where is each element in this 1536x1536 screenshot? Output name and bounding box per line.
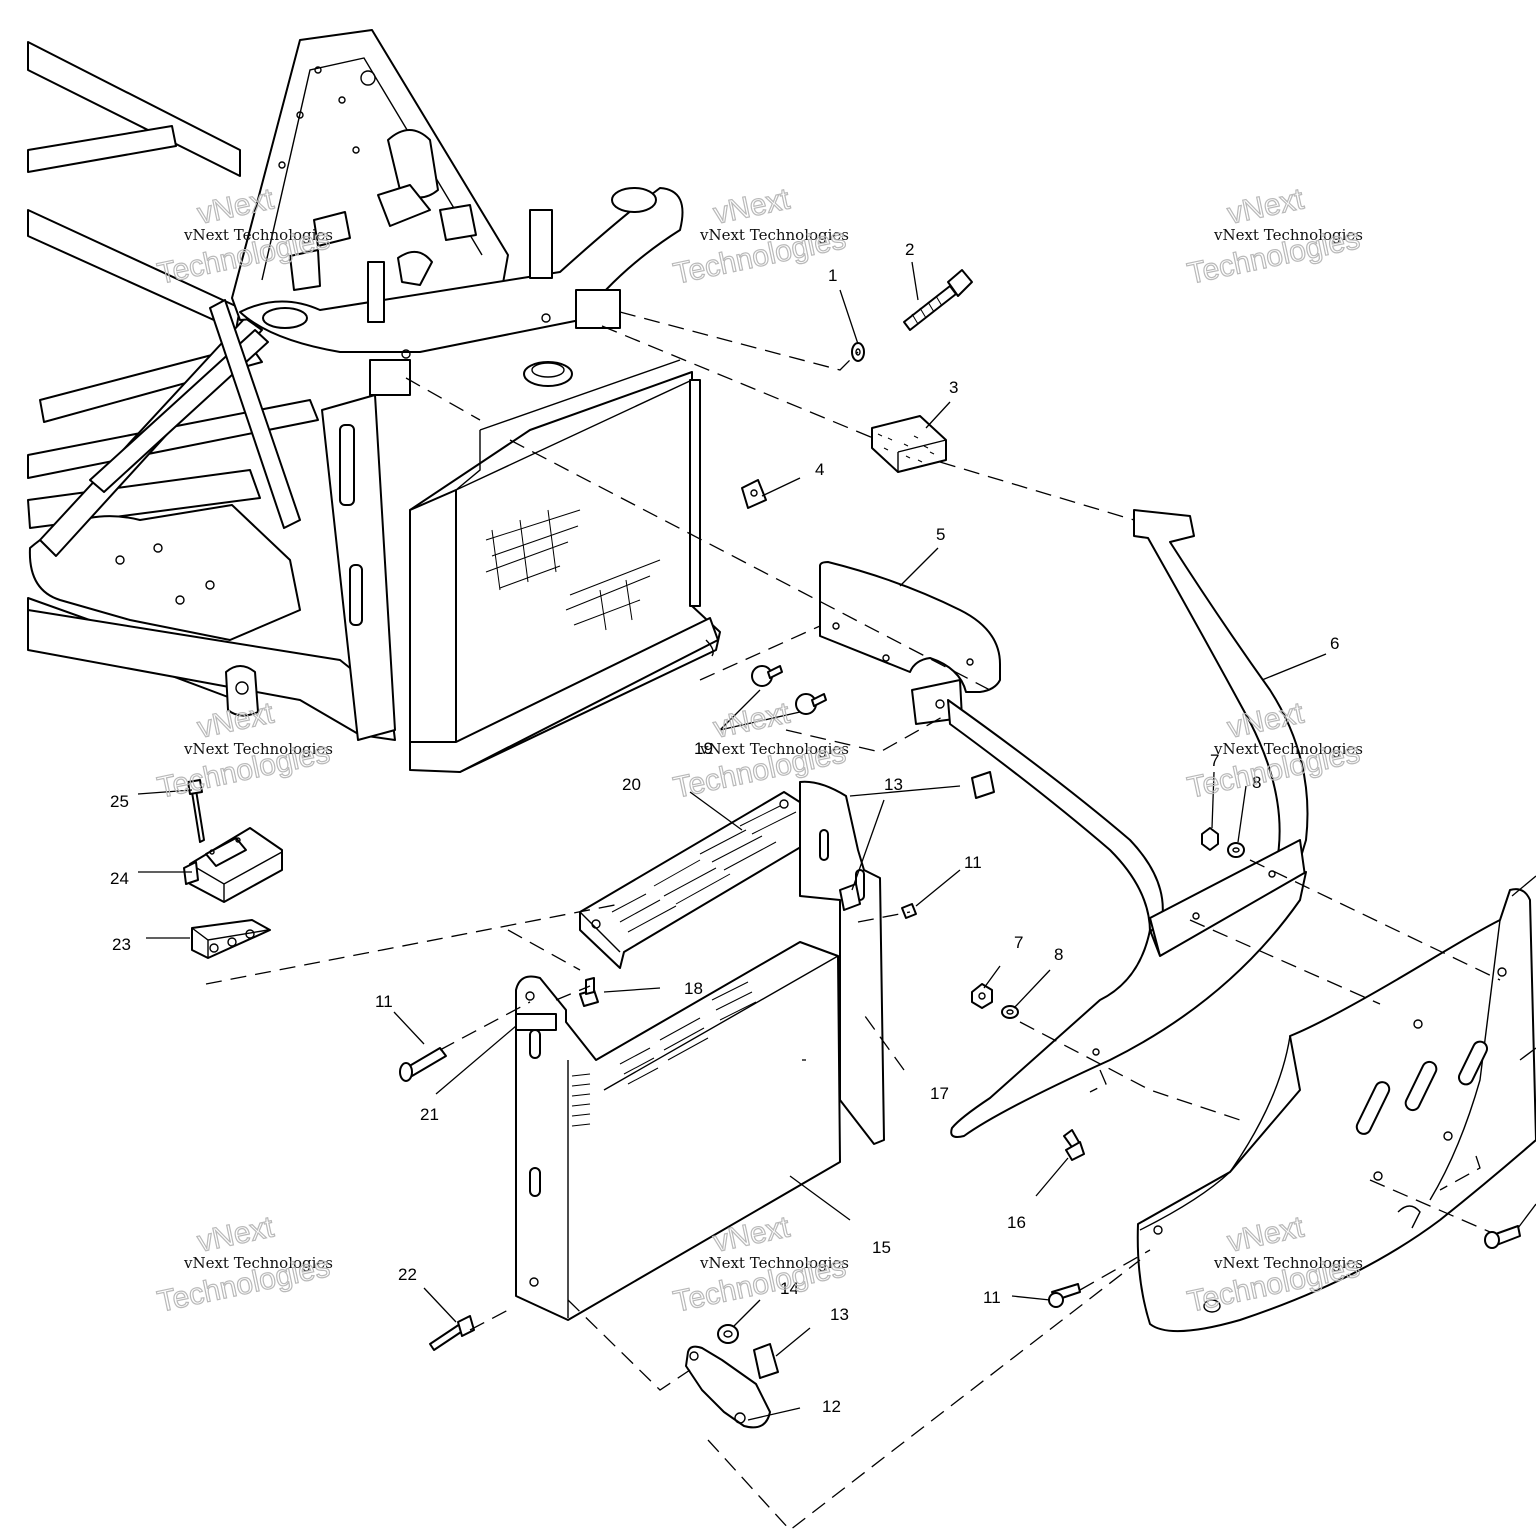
nut-7 [971,827,1219,1009]
svg-text:vNext Technologies: vNext Technologies [183,226,333,244]
watermark-top-right: vNext vNext Technologies Technologies [1184,182,1363,292]
callout-1: 1 [828,266,837,285]
callout-15: 15 [872,1238,891,1257]
washer-8 [1001,842,1245,1019]
callout-labels: 1 2 3 4 5 6 19 20 13 7 8 25 24 23 11 7 8… [110,240,1339,1416]
washer-14 [717,1324,739,1344]
callout-19: 19 [694,739,713,758]
svg-text:vNext Technologies: vNext Technologies [699,1254,849,1272]
watermark-mid-left: vNext vNext Technologies Technologies [154,696,333,806]
callout-11-left: 11 [375,992,393,1011]
callout-17: 17 [930,1084,949,1103]
callout-12: 12 [822,1397,841,1416]
bracket-12 [685,1345,771,1429]
callout-11-mid: 11 [964,853,982,872]
radiator-shroud-15 [515,941,841,1321]
bumper-6 [911,509,1309,1138]
callout-8-lower: 8 [1054,945,1063,964]
callout-8-upper: 8 [1252,773,1261,792]
clip-4 [741,479,767,509]
callout-20: 20 [622,775,641,794]
svg-text:vNext Technologies: vNext Technologies [183,1254,333,1272]
rivets-19 [751,665,827,715]
callout-13-upper: 13 [884,775,903,794]
svg-text:vNext: vNext [195,696,278,744]
callout-7-upper: 7 [1210,751,1219,770]
clip-13 [753,771,995,1379]
svg-text:vNext: vNext [711,182,794,230]
callout-3: 3 [949,378,958,397]
callout-13-lower: 13 [830,1305,849,1324]
svg-text:vNext: vNext [711,696,794,744]
callout-16: 16 [1007,1213,1026,1232]
top-grille-20 [579,791,829,969]
callout-5: 5 [936,525,945,544]
bolt-2 [903,269,973,331]
svg-text:vNext Technologies: vNext Technologies [1213,1254,1363,1272]
callout-14: 14 [780,1279,799,1298]
callout-24: 24 [110,869,129,888]
callout-21: 21 [420,1105,439,1124]
callout-23: 23 [112,935,131,954]
callout-6: 6 [1330,634,1339,653]
svg-text:vNext: vNext [195,1210,278,1258]
bolt-18 [579,977,599,1007]
frame [27,29,684,741]
radiator [409,359,721,773]
callout-4: 4 [815,460,824,479]
skid-plate [1136,888,1536,1333]
watermark-top-center: vNext vNext Technologies Technologies [670,182,849,292]
rubber-pad-3 [871,415,947,473]
screw-16 [1063,1129,1085,1161]
svg-text:vNext Technologies: vNext Technologies [183,740,333,758]
callout-18: 18 [684,979,703,998]
callout-22: 22 [398,1265,417,1284]
callout-25: 25 [110,792,129,811]
svg-text:vNext: vNext [1225,182,1308,230]
svg-text:vNext Technologies: vNext Technologies [699,740,849,758]
assembly-lines [205,311,1501,1531]
svg-text:vNext Technologies: vNext Technologies [699,226,849,244]
screw-22 [429,1315,475,1351]
module-24 [183,827,283,903]
callout-7-lower: 7 [1014,933,1023,952]
screw-11 [399,903,1521,1308]
callout-2: 2 [905,240,914,259]
radiator-cap [523,361,573,387]
foam-strip-21 [515,1013,557,1031]
svg-text:vNext Technologies: vNext Technologies [1213,740,1363,758]
watermark-bottom-left: vNext vNext Technologies Technologies [154,1210,333,1320]
angle-bracket-23 [191,919,271,959]
plate-5 [819,561,1001,693]
leader-lines [137,261,1536,1421]
svg-text:vNext Technologies: vNext Technologies [1213,226,1363,244]
callout-11-lower: 11 [983,1288,1001,1307]
